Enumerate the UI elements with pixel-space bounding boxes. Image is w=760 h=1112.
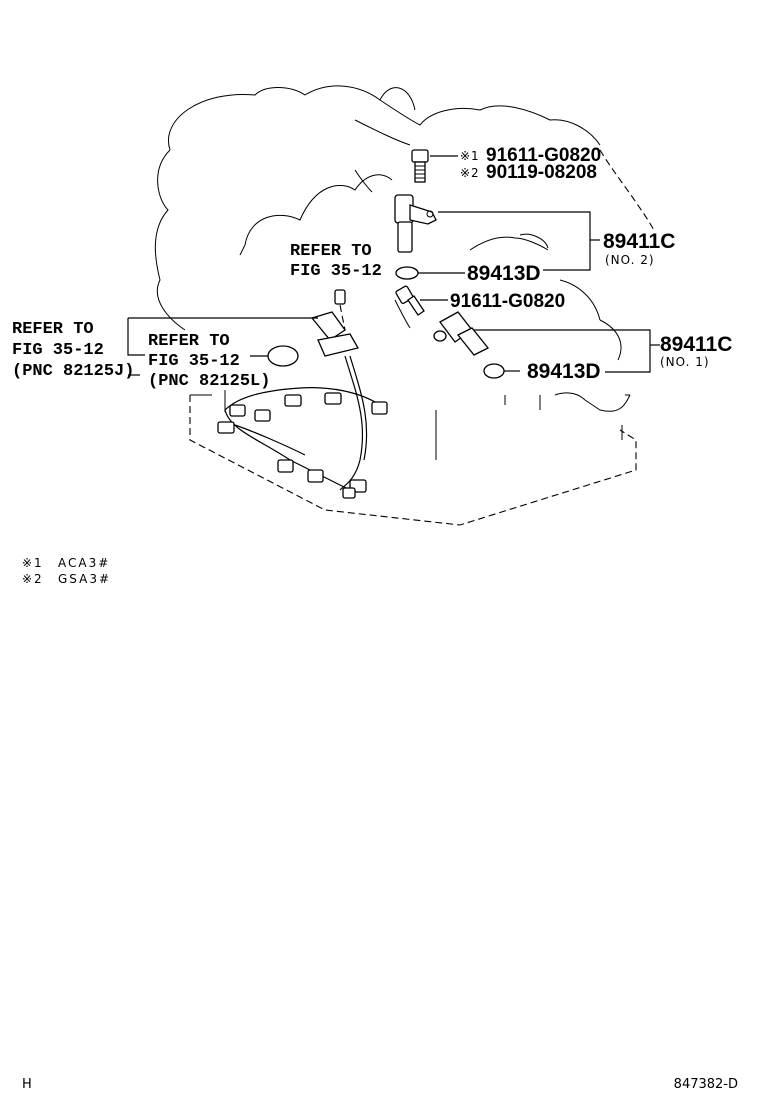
note-2-text: GSA3# bbox=[58, 572, 111, 586]
wire-harness bbox=[217, 387, 388, 499]
oring-lower bbox=[483, 363, 520, 379]
refer-top-line2: FIG 35-12 bbox=[290, 262, 382, 281]
refer-left-line3: (PNC 82125J) bbox=[12, 362, 134, 381]
sensor-no1-sub: (NO. 1) bbox=[660, 355, 710, 369]
sensor-no2-sub: (NO. 2) bbox=[605, 253, 655, 267]
refer-mid-line3: (PNC 82125L) bbox=[148, 372, 270, 391]
footer-right: 847382-D bbox=[674, 1077, 738, 1092]
cam-sensor-no2 bbox=[394, 194, 600, 271]
refer-top-line1: REFER TO bbox=[290, 242, 372, 261]
bolt-top-pn2: 90119-08208 bbox=[486, 162, 597, 183]
bolt-top bbox=[411, 149, 458, 183]
sensor-no2-pn: 89411C bbox=[603, 230, 675, 253]
oring-lower-pn: 89413D bbox=[527, 360, 601, 383]
note-1-mark: ※1 bbox=[22, 556, 44, 570]
bolt-mid bbox=[395, 285, 448, 316]
sensor-no1-pn: 89411C bbox=[660, 333, 732, 356]
note-2-mark: ※2 bbox=[22, 572, 44, 586]
footer-left: H bbox=[22, 1077, 32, 1092]
note-1-text: ACA3# bbox=[58, 556, 110, 570]
harness-sensor bbox=[250, 289, 368, 491]
refer-mid-line2: FIG 35-12 bbox=[148, 352, 240, 371]
bolt-top-mark2: ※2 bbox=[460, 166, 480, 180]
refer-left-line1: REFER TO bbox=[12, 320, 94, 339]
refer-leaders bbox=[127, 317, 318, 412]
refer-left-line2: FIG 35-12 bbox=[12, 341, 104, 360]
bolt-top-mark1: ※1 bbox=[460, 149, 480, 163]
oring-upper bbox=[395, 266, 465, 280]
bolt-top-pn1: 91611-G0820 bbox=[486, 145, 601, 166]
refer-mid-line1: REFER TO bbox=[148, 332, 230, 351]
crank-sensor-no1 bbox=[433, 311, 660, 373]
oring-upper-pn: 89413D bbox=[467, 262, 541, 285]
engine-outline bbox=[154, 85, 656, 526]
bolt-mid-pn: 91611-G0820 bbox=[450, 291, 565, 312]
